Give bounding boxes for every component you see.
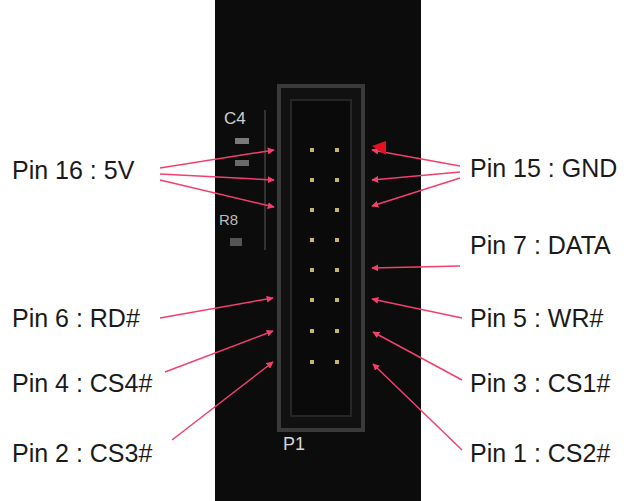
pin-label: Pin 1 : CS2# (470, 439, 610, 468)
silkscreen-label: R8 (219, 211, 238, 228)
header-inner (291, 100, 351, 416)
header-pins (310, 148, 339, 364)
smd-part (230, 238, 242, 246)
silkscreen-label: C4 (224, 109, 246, 129)
pin1-marker (372, 141, 386, 155)
pin-label: Pin 6 : RD# (12, 304, 140, 333)
pin-label: Pin 16 : 5V (12, 156, 134, 185)
pin-label: Pin 7 : DATA (470, 231, 611, 260)
pin-label: Pin 2 : CS3# (12, 439, 152, 468)
header-housing (279, 86, 363, 430)
pcb (215, 0, 421, 501)
silkscreen-label: P1 (283, 434, 305, 455)
leader-lines (160, 150, 462, 450)
pin-label: Pin 5 : WR# (470, 304, 603, 333)
pin-label: Pin 3 : CS1# (470, 369, 610, 398)
smd-part (235, 160, 249, 166)
smd-part (235, 138, 249, 144)
pin-label: Pin 4 : CS4# (12, 369, 152, 398)
pin-label: Pin 15 : GND (470, 154, 617, 183)
